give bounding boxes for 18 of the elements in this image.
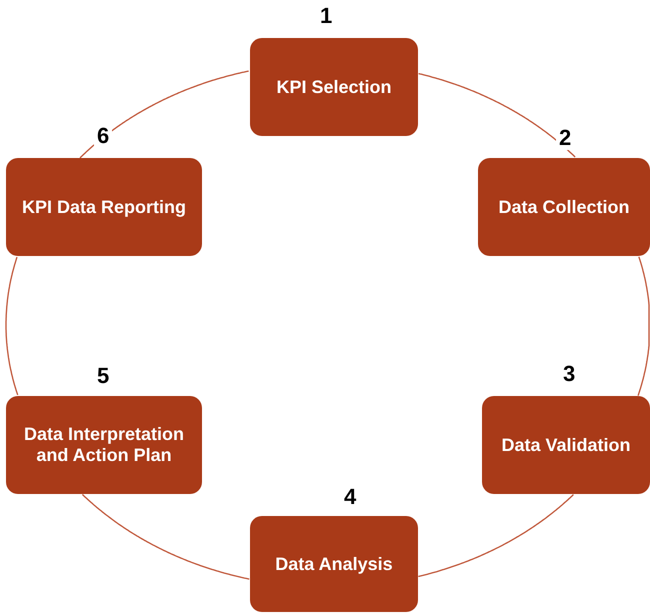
connector-arc xyxy=(418,72,576,158)
connector-arc xyxy=(5,256,18,396)
step-label: Data Collection xyxy=(498,196,630,218)
step-label: KPI Selection xyxy=(276,76,392,98)
step-label: Data Interpretation and Action Plan xyxy=(22,424,186,466)
connector-arc xyxy=(418,494,574,578)
process-box xyxy=(6,158,202,256)
connector-arc xyxy=(82,494,250,580)
process-box xyxy=(250,516,418,612)
process-box xyxy=(482,396,650,494)
connector-arc xyxy=(80,70,249,158)
step-label: KPI Data Reporting xyxy=(22,196,186,218)
step-label: Data Analysis xyxy=(275,554,393,574)
process-box xyxy=(250,38,418,136)
process-box xyxy=(6,396,202,494)
process-box xyxy=(478,158,650,256)
step-label: Data Validation xyxy=(501,434,631,456)
connector-arc xyxy=(637,256,650,396)
